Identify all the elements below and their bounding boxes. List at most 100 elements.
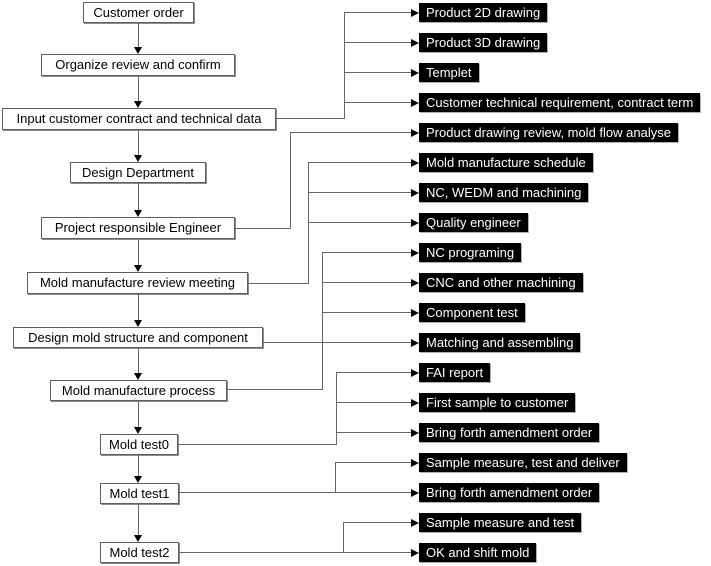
output-product-3d-drawing: Product 3D drawing [419,33,548,52]
flow-design-structure: Design mold structure and component [13,327,263,348]
arrowhead-right-icon [411,9,419,17]
arrowhead-right-icon [411,459,419,467]
flow-mold-test2: Mold test2 [100,542,179,563]
arrowhead-right-icon [411,519,419,527]
arrowhead-down-icon [134,155,142,162]
connector-line [308,222,411,223]
arrowhead-down-icon [134,373,142,380]
flow-design-department: Design Department [70,162,206,183]
connector-line [138,455,139,477]
connector-line [336,402,411,403]
connector-line [290,132,411,133]
arrowhead-right-icon [411,129,419,137]
connector-line [138,504,139,536]
arrowhead-right-icon [411,369,419,377]
connector-line [344,12,411,13]
flow-input-contract: Input customer contract and technical da… [2,108,276,130]
output-amendment-order-1: Bring forth amendment order [419,423,600,442]
arrowhead-right-icon [411,489,419,497]
connector-line [138,23,139,48]
connector-line [138,130,139,156]
arrowhead-right-icon [411,69,419,77]
connector-line [343,522,411,523]
connector-line [263,342,411,343]
connector-line [336,372,337,445]
connector-line [138,239,139,266]
arrowhead-right-icon [411,189,419,197]
output-templet: Templet [419,63,479,82]
connector-line [138,183,139,211]
output-sample-measure-deliver: Sample measure, test and deliver [419,453,627,472]
arrowhead-right-icon [411,549,419,557]
flow-organize-review: Organize review and confirm [41,54,235,76]
output-nc-wedm-machining: NC, WEDM and machining [419,183,589,202]
connector-line [335,462,411,463]
output-manufacture-schedule: Mold manufacture schedule [419,153,593,172]
arrowhead-right-icon [411,249,419,257]
arrowhead-down-icon [134,535,142,542]
connector-line [344,72,411,73]
arrowhead-right-icon [411,429,419,437]
arrowhead-down-icon [134,101,142,108]
connector-line [322,252,323,390]
flow-mold-test1: Mold test1 [100,483,179,504]
output-product-2d-drawing: Product 2D drawing [419,3,548,22]
arrowhead-down-icon [134,320,142,327]
connector-line [308,192,411,193]
arrowhead-right-icon [411,219,419,227]
connector-line [344,12,345,119]
flow-manufacture-process: Mold manufacture process [50,380,227,401]
arrowhead-right-icon [411,159,419,167]
connector-line [308,162,411,163]
output-first-sample: First sample to customer [419,393,576,412]
flow-project-engineer: Project responsible Engineer [41,217,235,239]
arrowhead-right-icon [411,309,419,317]
connector-line [343,522,344,553]
connector-line [179,492,411,493]
flow-review-meeting: Mold manufacture review meeting [27,272,248,294]
connector-line [276,118,345,119]
output-matching-assembling: Matching and assembling [419,333,581,352]
arrowhead-down-icon [134,427,142,434]
connector-line [179,552,411,553]
arrowhead-right-icon [411,339,419,347]
connector-line [138,401,139,428]
connector-line [344,102,411,103]
connector-line [336,372,411,373]
connector-line [235,228,291,229]
arrowhead-right-icon [411,99,419,107]
output-sample-measure-test: Sample measure and test [419,513,582,532]
output-quality-engineer: Quality engineer [419,213,528,232]
arrowhead-down-icon [134,47,142,54]
connector-line [177,444,337,445]
connector-line [322,282,411,283]
connector-line [227,389,323,390]
flow-mold-test0: Mold test0 [100,434,178,455]
arrowhead-down-icon [134,210,142,217]
connector-line [322,312,411,313]
arrowhead-down-icon [134,476,142,483]
arrowhead-right-icon [411,279,419,287]
connector-line [138,294,139,321]
flow-customer-order: Customer order [83,2,194,23]
output-ok-shift-mold: OK and shift mold [419,543,537,562]
output-amendment-order-2: Bring forth amendment order [419,483,600,502]
connector-line [322,252,411,253]
connector-line [138,76,139,102]
output-component-test: Component test [419,303,525,322]
output-customer-requirement: Customer technical requirement, contract… [419,93,701,112]
connector-line [138,348,139,374]
connector-line [248,283,309,284]
arrowhead-right-icon [411,399,419,407]
connector-line [308,162,309,284]
connector-line [344,42,411,43]
connector-line [335,462,336,493]
output-fai-report: FAI report [419,363,491,382]
connector-line [336,432,411,433]
output-nc-programing: NC programing [419,243,522,262]
output-cnc-machining: CNC and other machining [419,273,583,292]
output-drawing-review: Product drawing review, mold flow analys… [419,123,678,142]
connector-line [290,132,291,229]
arrowhead-right-icon [411,39,419,47]
